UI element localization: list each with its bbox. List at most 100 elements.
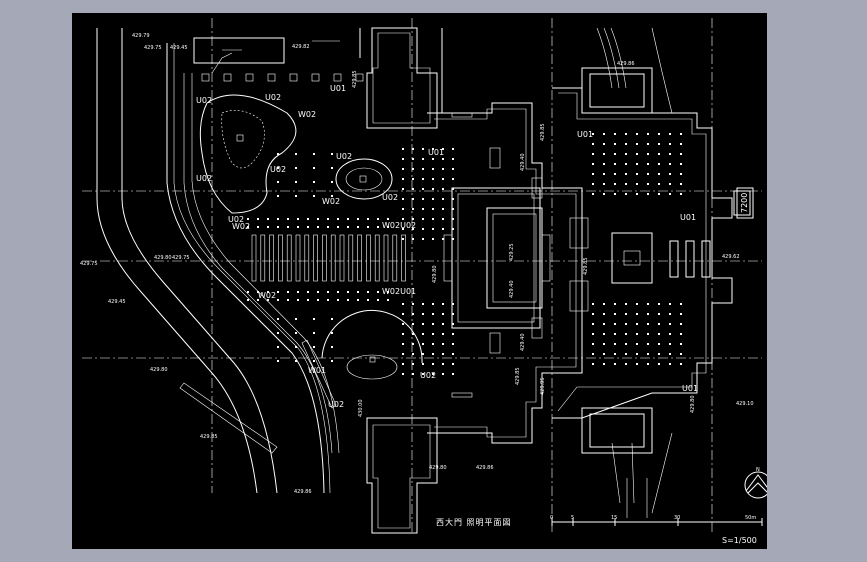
scale-bar: 0 5 15 30 50m	[550, 515, 763, 526]
light-fixture	[277, 346, 279, 348]
light-fixture	[267, 226, 269, 228]
light-fixture	[412, 218, 414, 220]
planter-strip	[392, 234, 398, 282]
light-fixture	[636, 153, 638, 155]
light-fixture	[614, 153, 616, 155]
light-fixture	[603, 133, 605, 135]
light-fixture	[647, 333, 649, 335]
label-u01-e: U01	[682, 384, 698, 393]
light-fixture	[680, 343, 682, 345]
planter-strip	[251, 234, 257, 282]
light-fixture	[680, 193, 682, 195]
light-fixture	[442, 303, 444, 305]
light-fixture	[647, 153, 649, 155]
label-u02-b: U02	[265, 93, 281, 102]
label-u02-i: U02	[328, 400, 344, 409]
planter-strip	[330, 234, 336, 282]
light-fixture	[658, 313, 660, 315]
parking-bays	[201, 73, 364, 82]
label-w02-a: W02	[298, 110, 316, 119]
light-fixture	[442, 208, 444, 210]
elevation-label: 429.85	[583, 258, 589, 276]
light-fixture	[658, 143, 660, 145]
planter-strips	[251, 234, 406, 282]
light-fixture	[422, 168, 424, 170]
light-fixture	[603, 313, 605, 315]
planting-pods	[199, 94, 423, 380]
light-fixture	[647, 303, 649, 305]
light-fixture	[636, 313, 638, 315]
light-fixture	[603, 163, 605, 165]
light-fixture	[422, 178, 424, 180]
light-fixture	[680, 333, 682, 335]
light-fixture	[614, 143, 616, 145]
light-fixture	[337, 218, 339, 220]
light-fixture	[647, 343, 649, 345]
light-fixture	[452, 148, 454, 150]
light-fixture	[636, 303, 638, 305]
scale-tick-5: 5	[571, 515, 574, 521]
light-fixture	[412, 373, 414, 375]
light-fixture	[331, 195, 333, 197]
light-fixture	[331, 318, 333, 320]
light-fixture	[327, 299, 329, 301]
light-fixture	[636, 133, 638, 135]
light-fixture	[592, 323, 594, 325]
light-fixture	[422, 208, 424, 210]
light-fixture	[432, 373, 434, 375]
light-fixture	[647, 163, 649, 165]
light-fixture	[647, 363, 649, 365]
light-fixture	[307, 218, 309, 220]
light-fixture	[442, 188, 444, 190]
light-fixture	[387, 226, 389, 228]
light-fixture	[432, 313, 434, 315]
light-fixture	[669, 353, 671, 355]
light-fixture	[442, 363, 444, 365]
light-fixture	[625, 323, 627, 325]
title-block: 西大門 照明平面図 0 5 15 30 50m S=1/500	[436, 515, 763, 545]
elevation-label: 429.40	[509, 281, 515, 299]
light-fixture	[313, 360, 315, 362]
light-fixture	[614, 333, 616, 335]
light-fixture	[402, 168, 404, 170]
label-w02u01: W02U01	[382, 287, 416, 296]
light-fixture	[337, 226, 339, 228]
light-fixture	[422, 343, 424, 345]
light-fixture	[680, 183, 682, 185]
planter-strip	[366, 234, 371, 282]
light-fixture	[347, 226, 349, 228]
light-fixture	[402, 188, 404, 190]
light-fixture	[377, 299, 379, 301]
light-fixture	[412, 208, 414, 210]
light-fixture	[387, 218, 389, 220]
light-fixture	[422, 188, 424, 190]
light-fixture	[442, 178, 444, 180]
planter-strip	[304, 234, 310, 282]
label-u02-f: U02	[228, 215, 244, 224]
light-fixture	[658, 193, 660, 195]
light-fixture	[432, 333, 434, 335]
elevation-label: 429.75	[172, 255, 190, 261]
light-fixture	[669, 343, 671, 345]
light-fixture	[277, 318, 279, 320]
light-fixture	[442, 323, 444, 325]
light-fixture	[452, 188, 454, 190]
light-fixture	[625, 133, 627, 135]
light-fixture	[647, 173, 649, 175]
light-fixture	[658, 323, 660, 325]
light-fixture	[402, 353, 404, 355]
light-fixture	[331, 167, 333, 169]
light-fixture	[452, 343, 454, 345]
light-fixture	[412, 168, 414, 170]
light-fixture	[669, 133, 671, 135]
light-fixture	[422, 313, 424, 315]
light-fixture	[412, 313, 414, 315]
light-fixture	[442, 333, 444, 335]
light-fixture	[257, 218, 259, 220]
light-fixture	[287, 299, 289, 301]
light-fixture	[412, 363, 414, 365]
light-fixture	[402, 323, 404, 325]
light-fixture	[636, 143, 638, 145]
light-fixture	[647, 133, 649, 135]
light-fixture	[313, 332, 315, 334]
